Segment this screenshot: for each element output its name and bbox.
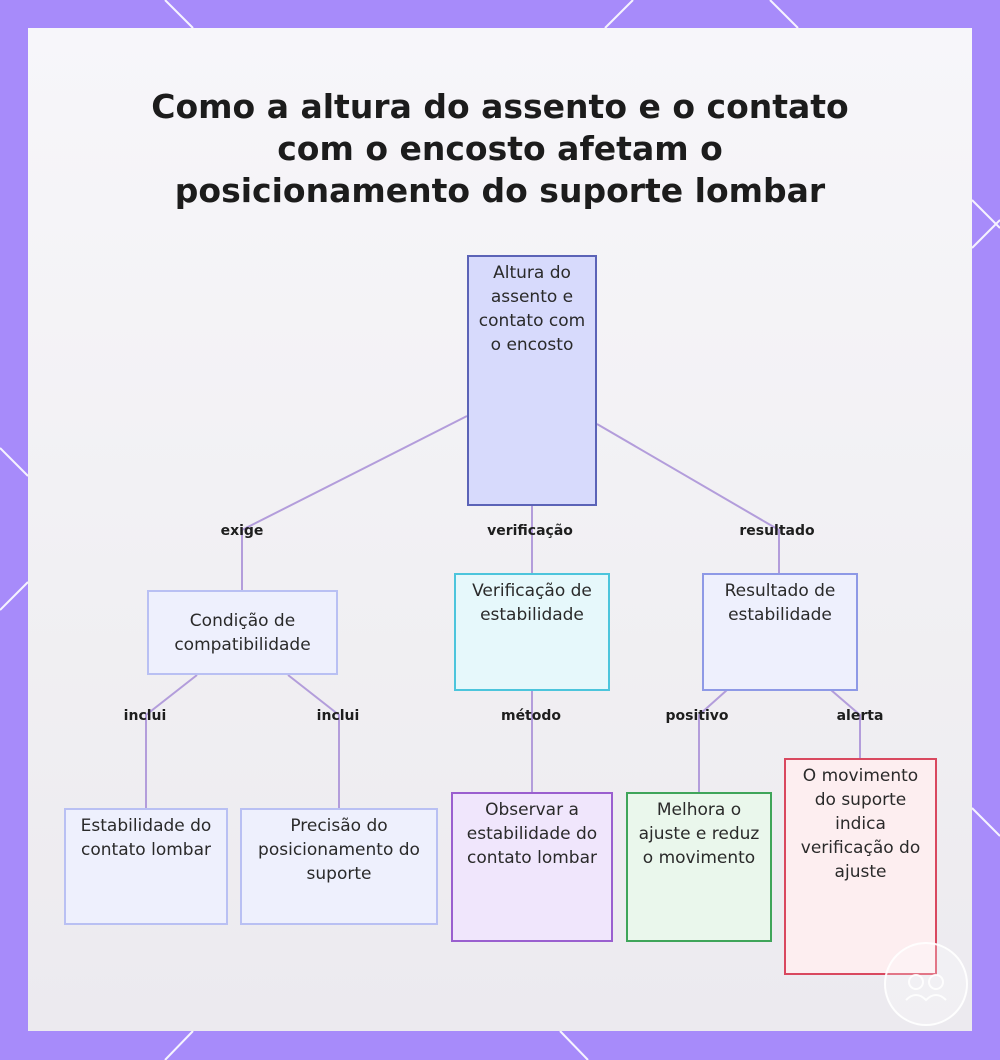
edge-label-metodo: método bbox=[500, 708, 562, 724]
node-movimento-suporte-label: O movimento do suporte indica verificaçã… bbox=[800, 766, 921, 882]
connector-resultado bbox=[596, 423, 780, 573]
node-resultado-estabilidade-label: Resultado de estabilidade bbox=[724, 581, 836, 625]
node-condicao-compatibilidade: Condição de compatibilidade bbox=[147, 590, 338, 675]
node-melhora-ajuste: Melhora o ajuste e reduz o movimento bbox=[626, 792, 772, 942]
node-movimento-suporte: O movimento do suporte indica verificaçã… bbox=[784, 758, 937, 975]
title-line-3: posicionamento do suporte lombar bbox=[174, 171, 826, 210]
node-resultado-estabilidade: Resultado de estabilidade bbox=[702, 573, 858, 691]
node-condicao-compatibilidade-label: Condição de compatibilidade bbox=[174, 610, 311, 655]
node-observar-estabilidade-label: Observar a estabilidade do contato lomba… bbox=[466, 800, 598, 868]
logo-icon bbox=[905, 974, 947, 1002]
node-estabilidade-contato-label: Estabilidade do contato lombar bbox=[80, 816, 212, 860]
edge-label-verificacao: verificação bbox=[487, 523, 573, 539]
node-precisao-posicionamento-label: Precisão do posicionamento do suporte bbox=[258, 816, 420, 884]
node-observar-estabilidade: Observar a estabilidade do contato lomba… bbox=[451, 792, 613, 942]
node-precisao-posicionamento: Precisão do posicionamento do suporte bbox=[240, 808, 438, 925]
edge-label-positivo: positivo bbox=[665, 708, 729, 724]
logo-badge bbox=[884, 942, 968, 1026]
edge-label-exige: exige bbox=[220, 523, 264, 539]
page-title: Como a altura do assento e o contato com… bbox=[0, 86, 1000, 212]
node-melhora-ajuste-label: Melhora o ajuste e reduz o movimento bbox=[638, 800, 760, 868]
node-estabilidade-contato: Estabilidade do contato lombar bbox=[64, 808, 228, 925]
connector-inclui-1 bbox=[145, 674, 198, 808]
edge-label-alerta: alerta bbox=[836, 708, 884, 724]
node-verificacao-estabilidade-label: Verificação de estabilidade bbox=[472, 581, 592, 625]
edge-label-inclui-2: inclui bbox=[316, 708, 360, 724]
title-line-2: com o encosto afetam o bbox=[277, 129, 723, 168]
connector-positivo bbox=[698, 689, 728, 792]
node-root-label: Altura do assento e contato com o encost… bbox=[478, 263, 586, 355]
connector-exige bbox=[241, 415, 468, 590]
edge-label-resultado: resultado bbox=[739, 523, 815, 539]
node-verificacao-estabilidade: Verificação de estabilidade bbox=[454, 573, 610, 691]
connector-inclui-2 bbox=[287, 674, 340, 808]
connector-alerta bbox=[830, 689, 861, 758]
edge-label-inclui-1: inclui bbox=[123, 708, 167, 724]
node-root: Altura do assento e contato com o encost… bbox=[467, 255, 597, 506]
title-line-1: Como a altura do assento e o contato bbox=[151, 87, 849, 126]
